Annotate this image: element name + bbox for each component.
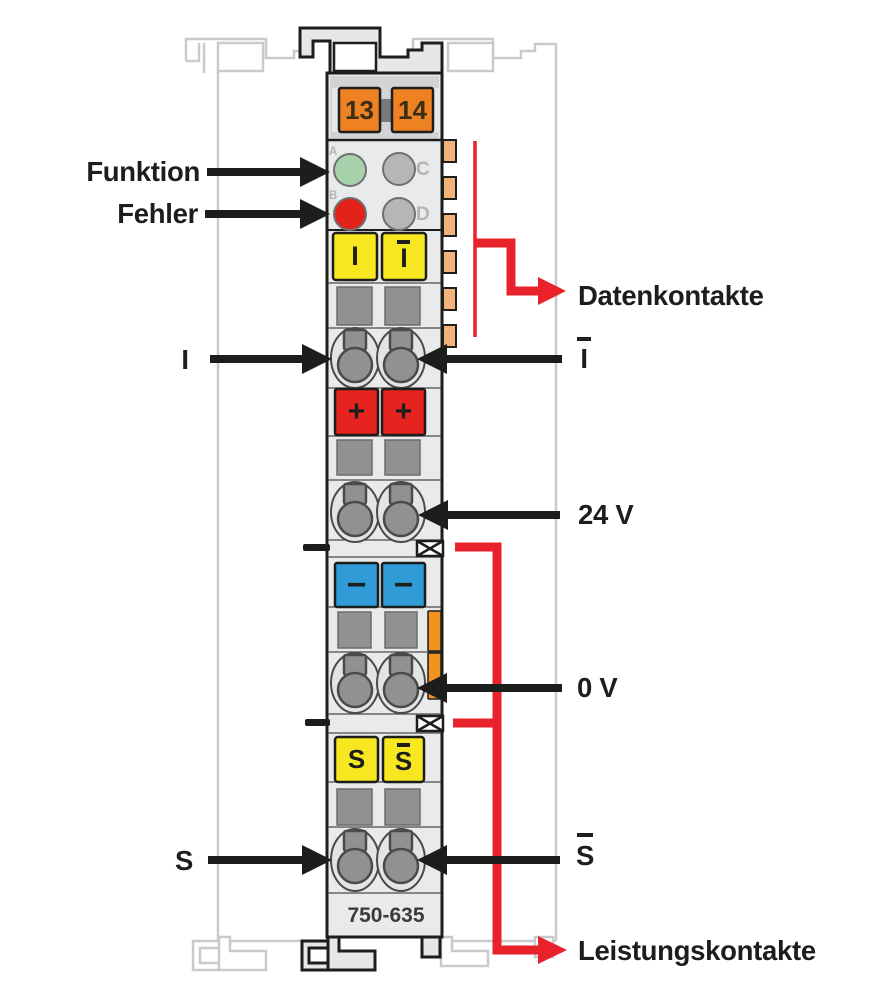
- data-contact: [442, 287, 457, 311]
- terminal-tab-right: [431, 88, 439, 132]
- terminal-minus-blue: [380, 561, 427, 609]
- leistungskontakte-connector: [455, 542, 539, 955]
- overbar: [397, 240, 410, 244]
- left-neighbor-ghost: [184, 37, 302, 972]
- overbar: [577, 833, 593, 837]
- datenkontakte-label: Datenkontakte: [578, 280, 764, 311]
- data-contact: [442, 176, 457, 200]
- datenkontakte-arrowhead: [538, 277, 566, 305]
- terminal-plus-red: [380, 387, 427, 437]
- leistungskontakte-arrowhead: [538, 936, 567, 964]
- leistungskontakte-label: Leistungskontakte: [578, 935, 816, 966]
- terminal-minus-blue: [333, 561, 380, 609]
- s-bar-arrow: [417, 845, 447, 875]
- terminal-plus-symbol: +: [394, 395, 413, 428]
- s-label: S: [174, 845, 194, 876]
- data-contact: [442, 250, 457, 274]
- 24v-arrow: [418, 500, 448, 530]
- datenkontakte-connector: [475, 238, 539, 296]
- terminal-i-yellow: [331, 231, 379, 282]
- latch-orange: [427, 610, 442, 652]
- terminal-minus-symbol: −: [346, 565, 367, 604]
- led-letter-b: B: [329, 190, 338, 202]
- led-c-gray: [382, 152, 416, 186]
- 24v-label: 24 V: [578, 499, 634, 530]
- jumper-contact-dash: [305, 719, 330, 726]
- data-contacts: [442, 139, 457, 348]
- data-contact: [442, 324, 457, 348]
- led-letter-c: C: [416, 159, 430, 180]
- clamp-row-0v: [330, 652, 426, 714]
- terminal-plus-symbol: +: [347, 395, 366, 428]
- overbar: [577, 337, 591, 341]
- power-jumper-symbols: [303, 539, 445, 733]
- data-contact: [442, 213, 457, 237]
- terminal-s-bar-symbol: S: [394, 746, 413, 776]
- clamp-row-i: [330, 327, 426, 389]
- error-led-red: [333, 197, 367, 231]
- terminal-s-symbol: S: [347, 744, 366, 774]
- funktion-arrow: [300, 157, 330, 187]
- terminal-14: [390, 86, 435, 134]
- terminal-tab-left: [332, 88, 340, 132]
- data-contact: [442, 139, 457, 163]
- fehler-label: Fehler: [117, 198, 198, 229]
- terminal-13: [337, 86, 382, 134]
- terminal-plus-red: [333, 387, 380, 437]
- overbar: [397, 743, 410, 747]
- jumper-contact-dash: [303, 544, 330, 551]
- head-notch: [332, 41, 378, 73]
- clamp-row-24v: [330, 481, 426, 543]
- i-bar-arrow: [417, 344, 447, 374]
- i-arrow: [302, 344, 332, 374]
- fehler-arrow: [300, 199, 330, 229]
- terminal-i-bar-symbol: I: [400, 243, 408, 273]
- terminal-14-number: 14: [398, 94, 427, 125]
- clamp-row-s: [330, 828, 426, 892]
- funktion-label: Funktion: [86, 156, 200, 187]
- led-letter-d: D: [416, 204, 430, 225]
- led-letter-a: A: [329, 146, 338, 158]
- terminal-connector: [380, 99, 392, 122]
- terminal-i-symbol: I: [351, 241, 359, 271]
- clamp-windows: [336, 286, 421, 826]
- label-arrows: [205, 157, 562, 875]
- led-d-gray: [382, 197, 416, 231]
- module-foot: [300, 935, 442, 972]
- terminal-i-bar-yellow: [380, 231, 428, 282]
- 0v-arrow: [417, 673, 447, 703]
- terminal-s-yellow: [333, 735, 380, 784]
- i-label: I: [181, 344, 189, 375]
- clamp-rows: [330, 327, 426, 892]
- 0v-label: 0 V: [577, 672, 618, 703]
- terminal-13-number: 13: [345, 94, 374, 125]
- terminal-minus-symbol: −: [393, 565, 414, 604]
- red-callouts: [453, 238, 567, 964]
- function-led-green: [333, 153, 367, 187]
- model-number: 750-635: [347, 904, 425, 927]
- terminal-s-bar-yellow: [381, 735, 426, 784]
- s-arrow: [302, 845, 332, 875]
